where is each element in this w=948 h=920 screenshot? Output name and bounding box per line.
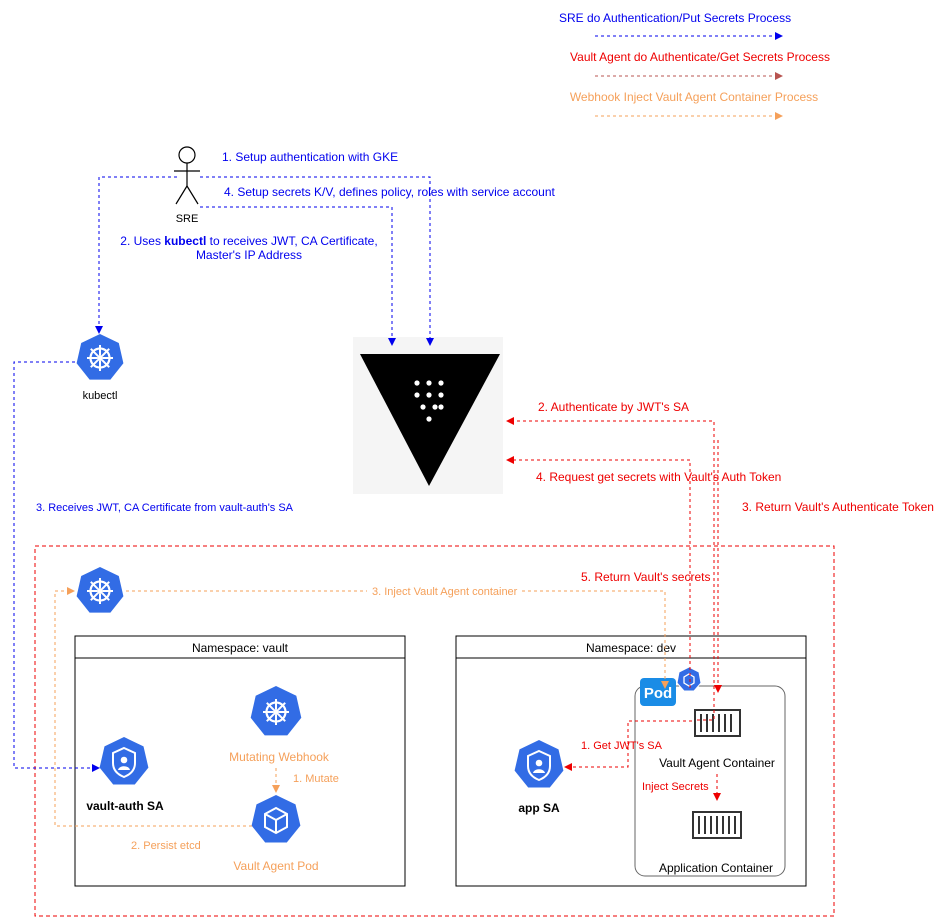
pod-badge-label: Pod [644,685,672,702]
mutating-webhook-icon [250,686,302,736]
edge-sre-to-kubectl [95,176,177,334]
vault-auth-sa-label: vault-auth SA [86,799,164,813]
vault-auth-sa-icon [99,737,149,785]
kubectl-icon [76,334,124,380]
vault-agent-container-label: Vault Agent Container [659,756,775,770]
edge-label-return-secrets: 5. Return Vault's secrets [581,570,710,584]
legend-orange-label: Webhook Inject Vault Agent Container Pro… [570,90,818,104]
edge-label-request-secrets: 4. Request get secrets with Vault's Auth… [536,470,781,484]
vault-agent-pod-icon [251,795,301,843]
edge-label-authenticate-jwt: 2. Authenticate by JWT's SA [538,400,689,414]
edge-label-uses-kubectl-line2: Master's IP Address [196,248,302,262]
edge-label-inject-secrets: Inject Secrets [642,781,709,793]
edge-label-persist-etcd: 2. Persist etcd [131,840,201,852]
edge-authenticate-jwt [506,417,715,721]
edge-setup-auth [200,176,434,346]
edge-receives-jwt [13,361,100,772]
mutating-webhook-label: Mutating Webhook [229,750,330,764]
edge-label-inject-container: 3. Inject Vault Agent container [372,586,518,598]
edge-label-mutate: 1. Mutate [293,773,339,785]
app-sa-icon [514,740,564,788]
application-container-label: Application Container [659,861,773,875]
edge-label-uses-kubectl: 2. Uses kubectl to receives JWT, CA Cert… [120,234,377,248]
edge-label-return-token: 3. Return Vault's Authenticate Token [742,500,934,514]
edge-request-secrets [506,456,691,688]
legend-red-label: Vault Agent do Authenticate/Get Secrets … [570,50,830,64]
edge-label-uses-kubectl-prefix: 2. Uses [120,234,164,248]
namespace-dev-title: Namespace: dev [586,641,676,655]
vault-logo [353,337,503,494]
app-sa-label: app SA [518,801,560,815]
vault-dots-icon [414,380,444,422]
pod-box [634,685,786,877]
pod-badge: Pod [640,678,676,706]
sre-person-icon [174,146,200,205]
pod-cube-icon [676,666,702,692]
kubectl-label: kubectl [83,390,118,402]
application-container-icon [692,811,742,839]
namespace-dev: Namespace: dev [455,635,807,887]
namespace-vault-title: Namespace: vault [192,641,289,655]
edge-setup-secrets [200,206,396,346]
edge-get-jwt-sa [564,720,692,771]
edge-label-get-jwt-sa: 1. Get JWT's SA [581,740,663,752]
vault-agent-container-icon [694,709,741,737]
sre-label: SRE [176,213,199,225]
legend-blue-label: SRE do Authentication/Put Secrets Proces… [559,11,791,25]
edge-label-uses-kubectl-bold: kubectl [164,234,206,248]
edge-label-uses-kubectl-suffix: to receives JWT, CA Certificate, [206,234,377,248]
edge-label-receives-jwt: 3. Receives JWT, CA Certificate from vau… [36,502,294,514]
cluster-boundary [34,545,835,917]
edge-persist-etcd [54,587,252,827]
legend: SRE do Authentication/Put Secrets Proces… [559,11,830,120]
edge-label-setup-secrets: 4. Setup secrets K/V, defines policy, ro… [224,185,555,199]
edge-label-setup-auth: 1. Setup authentication with GKE [222,150,398,164]
vault-agent-pod-label: Vault Agent Pod [233,859,318,873]
kubernetes-cluster-icon [76,567,124,613]
